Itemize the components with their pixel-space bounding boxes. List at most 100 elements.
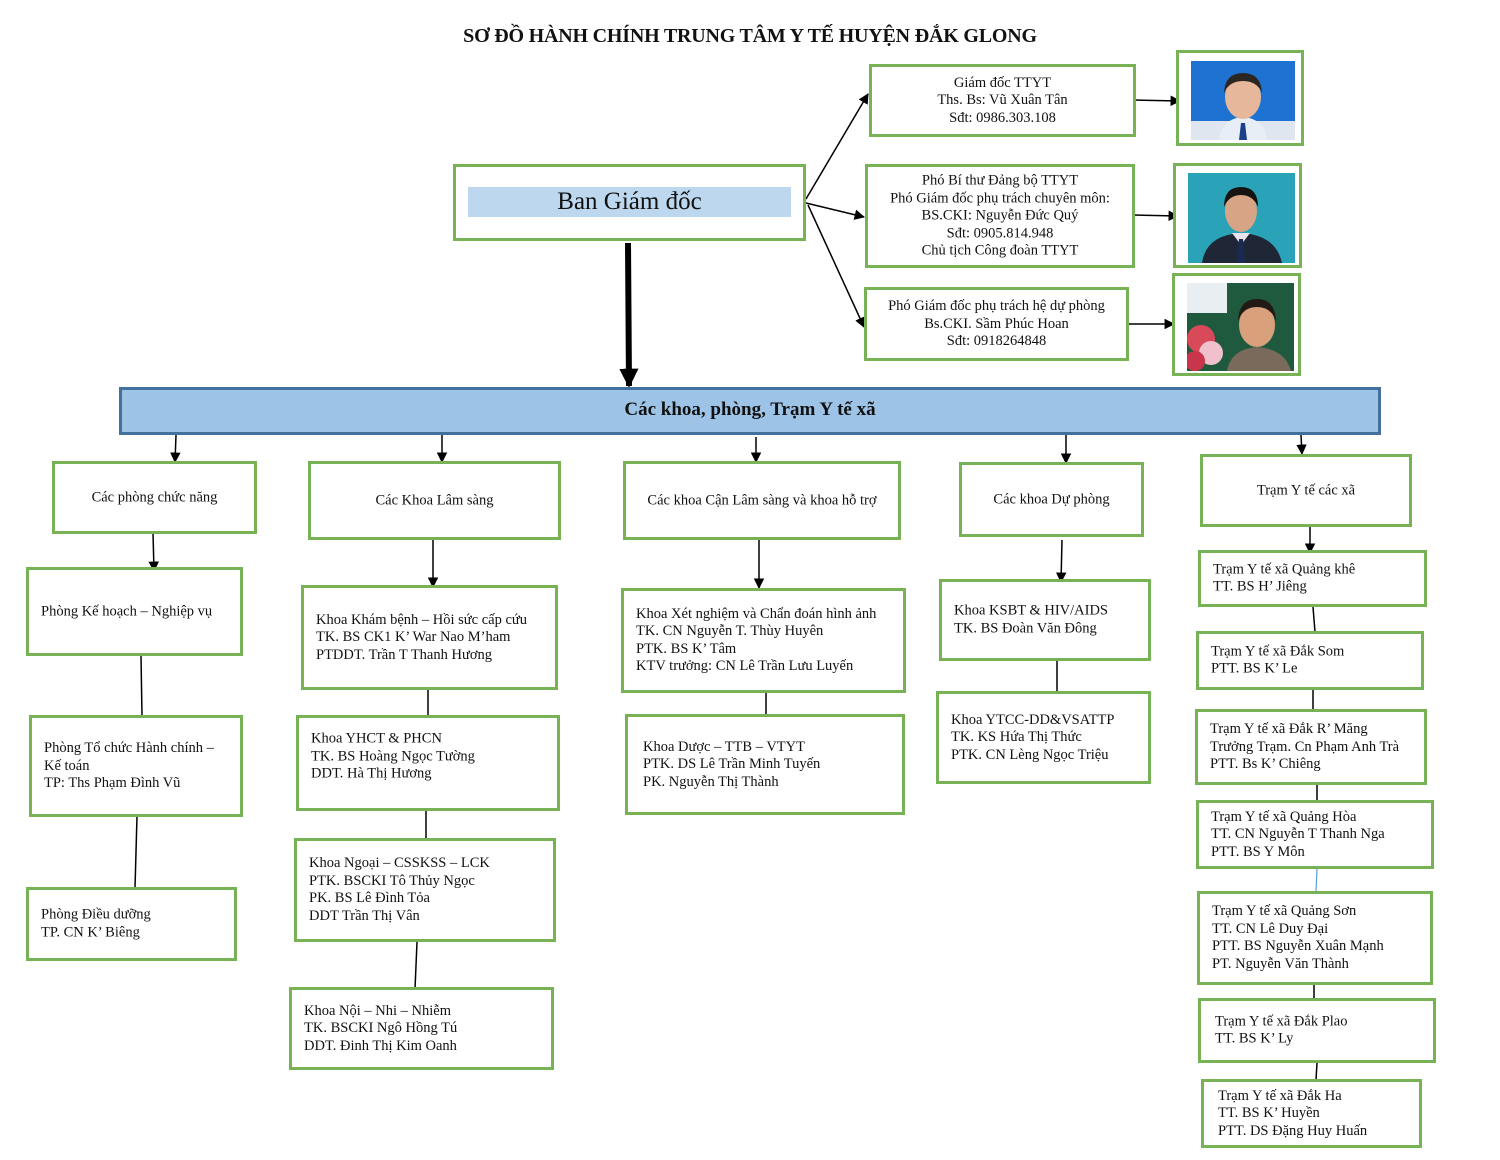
unit-line: TP: Ths Phạm Đình Vũ [44,774,181,791]
unit-box: Khoa Dược – TTB – VTYT PTK. DS Lê Trần M… [625,714,905,815]
unit-line: Trưởng Trạm. Cn Phạm Anh Trà [1210,738,1400,755]
unit-line: TK. CN Nguyễn T. Thùy Huyên [636,623,824,639]
arrow-bar-to-col-5 [1296,434,1307,456]
portrait-photo-icon [1188,173,1295,263]
leader-line: Chủ tịch Công đoàn TTYT [921,242,1079,259]
unit-line: Khoa YHCT & PHCN [311,730,442,747]
unit-box: Trạm Y tế xã Quảng Sơn TT. CN Lê Duy Đại… [1197,891,1433,985]
unit-line: Kế toán [44,757,90,774]
unit-box: Trạm Y tế xã Quảng Hòa TT. CN Nguyễn T T… [1196,800,1434,869]
leader-line: Sđt: 0986.303.108 [949,109,1056,126]
column-header-label: Các khoa Dự phòng [993,490,1110,507]
board-of-directors-box: Ban Giám đốc [453,164,806,241]
connector-col2-unit3-unit4 [414,941,418,990]
column-header-label: Trạm Y tế các xã [1256,481,1356,498]
unit-line: PT. Nguyễn Văn Thành [1212,955,1349,972]
connector-col5-unit4-unit5 [1315,868,1318,893]
arrow-deputy-1-to-photo [1133,210,1180,222]
unit-line: PTK. DS Lê Trần Minh Tuyến [643,755,821,772]
column-header-preventive-departments: Các khoa Dự phòng [959,462,1144,537]
unit-line: Trạm Y tế xã Đắk R’ Măng [1210,720,1368,737]
leader-line: Phó Giám đốc phụ trách hệ dự phòng [888,297,1105,314]
unit-line: Khoa Khám bệnh – Hồi sức cấp cứu [316,611,528,628]
unit-line: TT. CN Lê Duy Đại [1212,920,1329,937]
unit-line: PTDDT. Trần T Thanh Hương [316,646,492,663]
leader-line: BS.CKI: Nguyễn Đức Quý [921,207,1079,224]
unit-line: Trạm Y tế xã Quảng Hòa [1211,808,1357,825]
column-header-commune-health-stations: Trạm Y tế các xã [1200,454,1412,527]
unit-line: TK. BS Hoàng Ngọc Tường [311,747,475,764]
unit-line: Trạm Y tế xã Quảng khê [1213,561,1356,577]
unit-line: Trạm Y tế xã Đắk Plao [1215,1013,1348,1029]
unit-line: Trạm Y tế xã Quảng Sơn [1212,903,1357,919]
unit-line: DDT Trần Thị Vân [309,907,420,924]
unit-box: Khoa YTCC-DD&VSATTP TK. KS Hứa Thị Thức … [936,691,1151,784]
unit-line: PTT. BS Nguyễn Xuân Mạnh [1212,938,1384,954]
arrow-board-to-deputy-2 [807,204,865,328]
unit-line: Khoa YTCC-DD&VSATTP [951,711,1115,728]
unit-line: Khoa Ngoại – CSSKSS – LCK [309,855,490,871]
board-of-directors-label: Ban Giám đốc [468,187,791,217]
unit-line: KTV trưởng: CN Lê Trần Lưu Luyến [636,658,854,674]
leader-director-box: Giám đốc TTYT Ths. Bs: Vũ Xuân Tân Sđt: … [869,64,1136,137]
unit-line: PTT. BS K’ Le [1211,660,1298,677]
column-header-label: Các khoa Cận Lâm sàng và khoa hỗ trợ [647,491,877,508]
director-photo-frame [1176,50,1304,146]
leader-line: Phó Bí thư Đảng bộ TTYT [921,172,1079,189]
unit-line: TK. KS Hứa Thị Thức [951,728,1082,745]
connector-col1-unit1-unit2 [140,655,143,717]
connector-col5-unit6-unit7 [1315,1062,1318,1081]
unit-line: Phòng Điều dưỡng [41,906,151,923]
deputy-prevention-photo-frame [1172,273,1301,376]
column-header-functional-offices: Các phòng chức năng [52,461,257,534]
unit-line: TT. BS K’ Ly [1215,1030,1294,1047]
unit-line: PK. BS Lê Đình Tỏa [309,890,430,906]
unit-line: TK. BSCKI Ngô Hồng Tú [304,1019,458,1036]
unit-box: Khoa Xét nghiệm và Chẩn đoán hình ảnh TK… [621,588,906,693]
unit-line: Phòng Kế hoạch – Nghiệp vụ [41,602,213,619]
unit-line: PTT. DS Đặng Huy Huấn [1218,1122,1368,1139]
arrow-board-to-deputy-1 [805,202,866,220]
unit-line: Khoa Dược – TTB – VTYT [643,738,805,755]
unit-box: Phòng Kế hoạch – Nghiệp vụ [26,567,243,656]
column-header-label: Các Khoa Lâm sàng [375,491,494,508]
unit-line: Trạm Y tế xã Đắk Som [1211,643,1345,659]
unit-box: Trạm Y tế xã Đắk Plao TT. BS K’ Ly [1198,998,1436,1063]
connector-col5-unit1-unit2 [1312,606,1316,633]
unit-box: Khoa YHCT & PHCN TK. BS Hoàng Ngọc Tường… [296,715,560,811]
unit-line: DDT. Đinh Thị Kim Oanh [304,1037,457,1054]
deputy-professional-photo-frame [1173,163,1302,268]
leader-deputy-professional-box: Phó Bí thư Đảng bộ TTYT Phó Giám đốc phụ… [865,164,1135,268]
unit-box: Khoa KSBT & HIV/AIDS TK. BS Đoàn Văn Đôn… [939,579,1151,661]
unit-line: TT. BS H’ Jiêng [1213,578,1307,595]
unit-line: Khoa Xét nghiệm và Chẩn đoán hình ảnh [636,605,877,622]
unit-line: PTT. Bs K’ Chiêng [1210,755,1321,772]
portrait-photo-icon [1187,283,1294,371]
unit-line: TP. CN K’ Biêng [41,924,140,940]
unit-line: TT. CN Nguyễn T Thanh Nga [1211,825,1385,842]
unit-box: Khoa Ngoại – CSSKSS – LCK PTK. BSCKI Tô … [294,838,556,942]
leader-line: Ths. Bs: Vũ Xuân Tân [937,91,1068,108]
unit-line: Khoa Nội – Nhi – Nhiễm [304,1002,451,1019]
unit-line: PK. Nguyễn Thị Thành [643,773,779,790]
unit-line: Phòng Tổ chức Hành chính – [44,739,214,756]
column-header-paraclinical-departments: Các khoa Cận Lâm sàng và khoa hỗ trợ [623,461,901,540]
unit-line: Trạm Y tế xã Đắk Ha [1218,1087,1342,1104]
unit-line: PTK. BSCKI Tô Thủy Ngọc [309,872,475,889]
unit-line: TK. BS CK1 K’ War Nao M’ham [316,628,511,645]
leader-line: Giám đốc TTYT [953,74,1052,91]
arrow-director-to-photo [1133,95,1182,107]
leader-line: Sđt: 0918264848 [946,332,1047,349]
unit-line: TK. BS Đoàn Văn Đông [954,620,1097,636]
unit-box: Khoa Khám bệnh – Hồi sức cấp cứu TK. BS … [301,585,558,690]
connector-col1-unit2-unit3 [134,815,138,889]
column-header-clinical-departments: Các Khoa Lâm sàng [308,461,561,540]
portrait-photo-icon [1191,61,1295,140]
arrow-bar-to-col-1 [170,434,181,464]
leader-deputy-prevention-box: Phó Giám đốc phụ trách hệ dự phòng Bs.CK… [864,287,1129,361]
arrow-board-to-director [805,93,869,200]
unit-line: TT. BS K’ Huyền [1218,1104,1320,1121]
leader-line: Sđt: 0905.814.948 [946,224,1054,241]
unit-line: DDT. Hà Thị Hương [311,765,432,782]
chart-title: SƠ ĐỒ HÀNH CHÍNH TRUNG TÂM Y TẾ HUYỆN ĐẮ… [463,25,1037,47]
